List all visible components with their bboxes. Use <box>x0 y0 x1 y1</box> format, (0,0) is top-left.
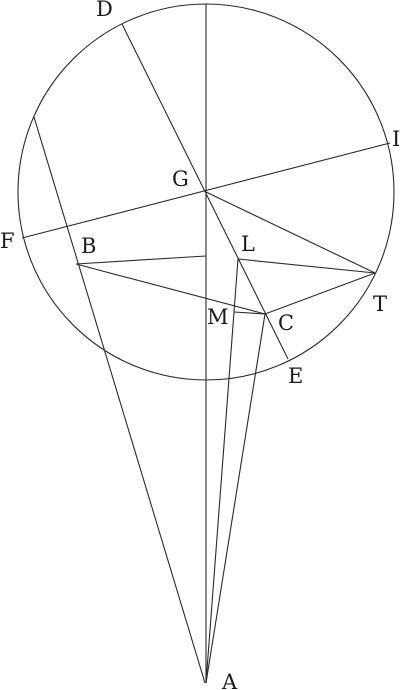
line-D-E <box>121 23 289 360</box>
line-M-C <box>233 311 266 315</box>
line-G-T <box>205 191 376 274</box>
line-C-A <box>205 313 266 684</box>
label-D: D <box>96 0 113 21</box>
label-L: L <box>241 232 255 256</box>
label-M: M <box>207 305 229 329</box>
line-F-I <box>21 142 391 239</box>
label-I: I <box>392 127 400 151</box>
label-E: E <box>288 364 303 388</box>
line-C-T <box>264 272 376 315</box>
line-L-A <box>205 258 239 684</box>
label-F: F <box>0 229 15 253</box>
label-C: C <box>278 311 294 335</box>
line-B-C <box>75 263 266 315</box>
label-G: G <box>172 167 189 191</box>
line-L-T <box>237 258 376 274</box>
line-B-axis <box>75 255 207 265</box>
line-chord-to-A <box>33 116 206 684</box>
label-B: B <box>81 234 96 258</box>
label-A: A <box>221 670 238 690</box>
label-T: T <box>373 292 387 316</box>
